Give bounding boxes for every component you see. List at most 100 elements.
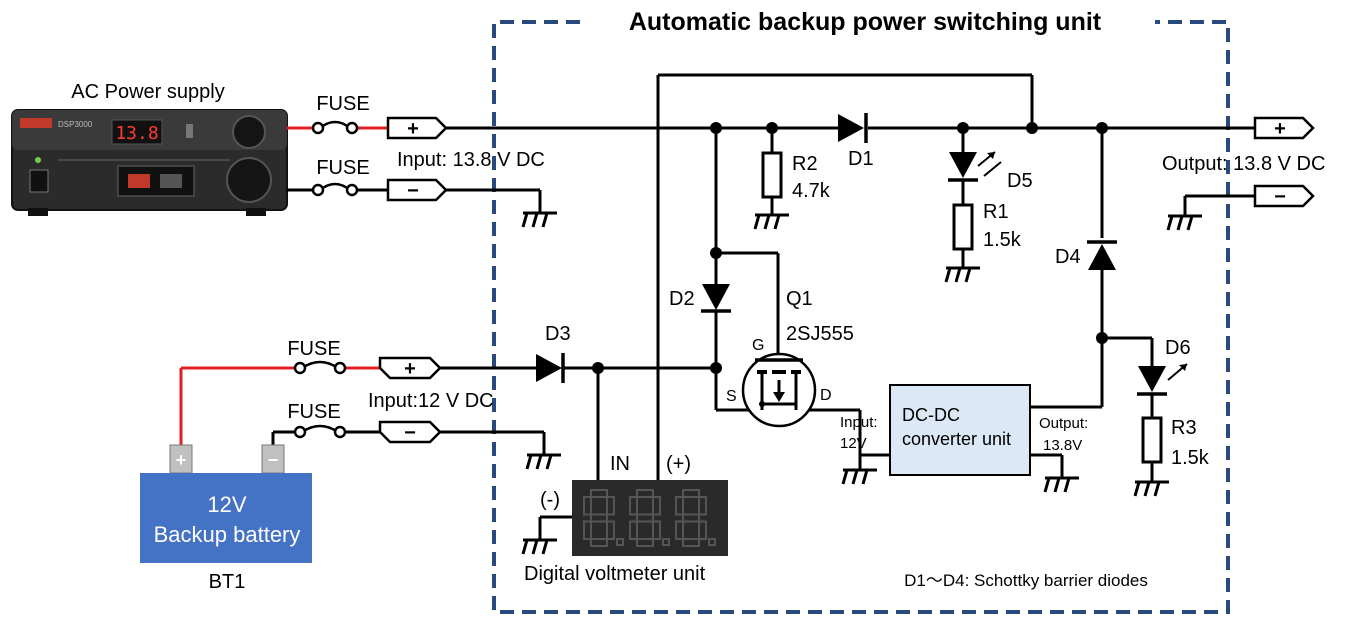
label-d6: D6	[1165, 337, 1191, 359]
segment-2-4	[698, 496, 707, 516]
input-ac-label: Input: 13.8 V DC	[397, 149, 545, 171]
led-d5	[948, 151, 1002, 182]
segment-2-6	[698, 520, 707, 540]
dcdc-line2: converter unit	[902, 429, 1011, 449]
resistor-r3	[1141, 416, 1163, 464]
output-label: Output: 13.8 V DC	[1162, 153, 1325, 175]
battery-plus-mark: +	[176, 450, 187, 470]
segment-1-3	[629, 496, 638, 516]
backup-battery	[140, 444, 312, 563]
diode-d3	[536, 353, 565, 383]
segment-1-6	[652, 520, 661, 540]
power-switch	[29, 169, 49, 193]
diagram-title: Automatic backup power switching unit	[629, 8, 1102, 36]
fuse-batt-minus	[293, 424, 347, 439]
segment-0-0	[590, 489, 608, 498]
input-batt-label: Input:12 V DC	[368, 390, 494, 412]
segment-2-0	[682, 489, 700, 498]
segment-0-4	[606, 496, 615, 516]
supply-display-value: 13.8	[115, 123, 158, 144]
segment-0-1	[590, 513, 608, 523]
ac-supply-label: AC Power supply	[71, 81, 224, 103]
label-q1: Q1	[786, 288, 813, 310]
segment-2-2	[682, 538, 700, 547]
dcdc-output-label-1: Output:	[1039, 415, 1088, 432]
terminal-batt-minus: −	[378, 420, 442, 444]
wiring	[179, 73, 1255, 540]
battery-ref: BT1	[209, 571, 246, 593]
battery-subtitle: Backup battery	[154, 522, 301, 547]
resistor-r1	[952, 203, 974, 251]
svg-text:−: −	[1274, 186, 1286, 208]
segment-0-2	[590, 538, 608, 547]
label-q1-part: 2SJ555	[786, 323, 854, 345]
value-r1: 1.5k	[983, 229, 1022, 251]
label-d2: D2	[669, 288, 695, 310]
segment-0-5	[583, 520, 592, 540]
junction-dots	[592, 122, 1108, 374]
fuse-label-2: FUSE	[316, 157, 369, 179]
label-q1-drain: D	[820, 387, 832, 404]
value-r2: 4.7k	[792, 180, 831, 202]
segment-1-4	[652, 496, 661, 516]
segment-0-3	[583, 496, 592, 516]
dcdc-input-label-1: Input:	[840, 414, 878, 431]
value-r3: 1.5k	[1171, 447, 1210, 469]
label-d4: D4	[1055, 246, 1081, 268]
dcdc-converter	[889, 384, 1031, 476]
supply-display	[111, 119, 163, 145]
unit-border	[492, 20, 1230, 614]
fuse-batt-plus	[293, 360, 347, 375]
fuse-label-4: FUSE	[287, 401, 340, 423]
svg-text:+: +	[407, 118, 419, 140]
note-schottky: D1～D4: Schottky barrier diodes	[904, 571, 1148, 590]
decimal-point-1	[662, 538, 670, 546]
segment-1-0	[636, 489, 654, 498]
decimal-point-2	[708, 538, 716, 546]
voltmeter-display	[572, 480, 728, 556]
segment-1-5	[629, 520, 638, 540]
segment-2-3	[675, 496, 684, 516]
terminal-ac-plus: +	[386, 116, 448, 140]
fuse-ac-plus	[311, 120, 359, 135]
diode-d1	[838, 113, 868, 143]
dcdc-input-label-2: 12V	[840, 435, 867, 452]
label-q1-source: S	[726, 388, 737, 405]
brand-label: DSP3000	[58, 120, 93, 129]
dcdc-line1: DC-DC	[902, 405, 960, 425]
voltmeter-in-label: IN	[610, 453, 630, 475]
segment-0-6	[606, 520, 615, 540]
svg-text:+: +	[404, 358, 416, 380]
terminal-batt-plus: +	[378, 356, 442, 380]
brand-logo	[20, 118, 52, 128]
svg-text:−: −	[404, 422, 416, 444]
voltmeter-digits	[583, 489, 716, 547]
terminal-ac-minus: −	[386, 178, 448, 202]
fuse-ac-minus	[311, 182, 359, 197]
segment-2-1	[682, 513, 700, 523]
led-d6	[1137, 363, 1188, 396]
supply-fan	[226, 157, 272, 203]
fuse-label-1: FUSE	[316, 93, 369, 115]
battery-title: 12V	[207, 492, 246, 517]
mosfet-q1	[741, 352, 817, 428]
label-d5: D5	[1007, 170, 1033, 192]
segment-1-2	[636, 538, 654, 547]
supply-knob	[232, 115, 266, 149]
label-r3: R3	[1171, 417, 1197, 439]
label-r1: R1	[983, 201, 1009, 223]
label-d3: D3	[545, 323, 571, 345]
voltmeter-plus-label: (+)	[666, 453, 691, 475]
dcdc-output-label-2: 13.8V	[1043, 437, 1082, 454]
battery-minus-mark: −	[268, 450, 279, 470]
svg-text:+: +	[1274, 118, 1286, 140]
ac-power-supply: DSP3000 13.8	[11, 109, 288, 216]
voltmeter-label: Digital voltmeter unit	[524, 563, 706, 585]
segment-2-5	[675, 520, 684, 540]
terminal-out-plus: +	[1253, 116, 1315, 140]
terminal-out-minus: −	[1253, 184, 1315, 208]
segment-1-1	[636, 513, 654, 523]
fuse-label-3: FUSE	[287, 338, 340, 360]
diode-d4	[1087, 240, 1117, 270]
